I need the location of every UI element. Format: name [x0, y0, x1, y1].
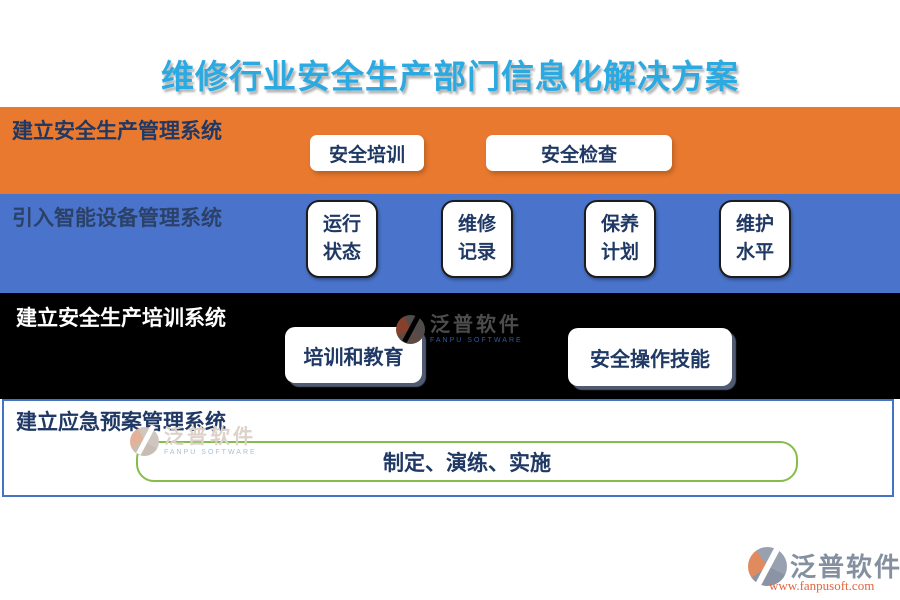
watermark-name: 泛普软件 [430, 314, 522, 336]
formulate-drill-implement-button[interactable]: 制定、演练、实施 [136, 441, 798, 482]
section-3-label: 建立安全生产培训系统 [16, 306, 226, 330]
brand-url[interactable]: www.fanpusoft.com [769, 578, 875, 593]
watermark-name: 泛普软件 [164, 426, 256, 448]
section-safety-production-management: 建立安全生产管理系统 安全培训 安全检查 [0, 107, 900, 194]
fanpu-swirl-icon [396, 315, 425, 344]
maintenance-records-button[interactable]: 维修 记录 [441, 200, 513, 278]
maintenance-level-button[interactable]: 维护 水平 [719, 200, 791, 278]
fanpu-watermark: 泛普软件 FANPU SOFTWARE [130, 427, 257, 456]
section-safety-training-system: 建立安全生产培训系统 培训和教育 安全操作技能 泛普软件 FANPU SOFTW… [0, 293, 900, 399]
upkeep-plan-button[interactable]: 保养 计划 [584, 200, 656, 278]
section-smart-device-management: 引入智能设备管理系统 运行 状态 维修 记录 保养 计划 维护 水平 [0, 194, 900, 293]
section-4-label: 建立应急预案管理系统 [16, 410, 226, 434]
page-title: 维修行业安全生产部门信息化解决方案 [161, 58, 739, 95]
section-1-label: 建立安全生产管理系统 [12, 119, 222, 143]
operating-status-button[interactable]: 运行 状态 [306, 200, 378, 278]
section-emergency-plan-management: 建立应急预案管理系统 制定、演练、实施 泛普软件 FANPU SOFTWARE [2, 399, 894, 497]
safety-inspection-button[interactable]: 安全检查 [486, 135, 672, 171]
safety-training-button[interactable]: 安全培训 [310, 135, 424, 171]
fanpu-brand: 泛普软件 www.fanpusoft.com [748, 546, 900, 594]
section-2-label: 引入智能设备管理系统 [12, 206, 222, 230]
fanpu-logo-icon [748, 547, 787, 586]
watermark-subtext: FANPU SOFTWARE [430, 337, 523, 344]
fanpu-swirl-icon [130, 427, 159, 456]
brand-name: 泛普软件 [790, 553, 900, 582]
safe-operation-skills-button[interactable]: 安全操作技能 [568, 328, 732, 386]
watermark-subtext: FANPU SOFTWARE [164, 449, 257, 456]
fanpu-watermark: 泛普软件 FANPU SOFTWARE [396, 315, 523, 344]
